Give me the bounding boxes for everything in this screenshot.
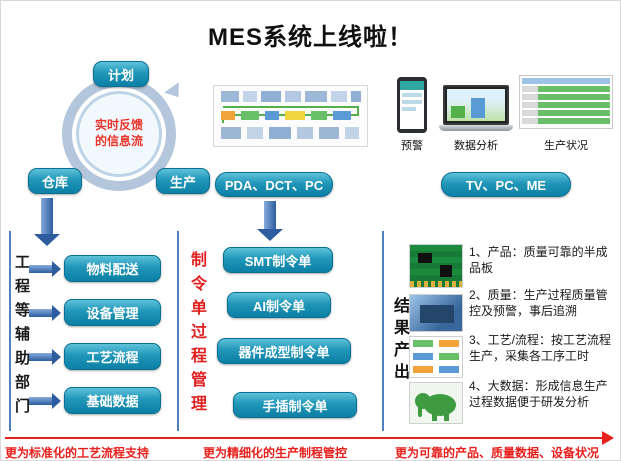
page-title: MES系统上线啦！ [207, 24, 413, 51]
divider-right [382, 231, 384, 431]
caption-status: 生产状况 [544, 140, 588, 152]
result-item-4: 4、大数据：形成信息生产过程数据便于研发分析 [469, 379, 608, 410]
caption-analysis: 数据分析 [454, 140, 498, 152]
box-ai-order: AI制令单 [227, 292, 331, 318]
pda-dct-pc-box: PDA、DCT、PC [215, 172, 333, 197]
laptop-analysis-image [439, 85, 513, 131]
caption-alert: 预警 [401, 140, 423, 152]
phone-alert-image [397, 77, 427, 133]
production-line-image [213, 85, 368, 147]
box-process-flow: 工艺流程 [64, 343, 161, 370]
warehouse-down-arrow [34, 198, 60, 246]
result-item-3: 3、工艺/流程：按工艺流程生产，采集各工序工时 [469, 333, 612, 364]
divider-left [9, 231, 11, 431]
right-column-label: 结果产出 [391, 297, 408, 385]
box-hand-insert-order: 手插制令单 [233, 392, 357, 418]
footer-text-right: 更为可靠的产品、质量数据、设备状况 [395, 446, 600, 460]
node-plan: 计划 [93, 61, 149, 87]
cycle-center: 实时反馈的信息流 [76, 91, 162, 177]
pcb-product-image [409, 244, 463, 288]
cycle-center-label: 实时反馈的信息流 [94, 118, 143, 148]
footer-text-middle: 更为精细化的生产制程管控 [203, 446, 348, 460]
left-column-label: 工程等辅助部门 [13, 254, 30, 422]
tv-pc-me-box: TV、PC、ME [441, 172, 571, 197]
left-arrow-3 [29, 348, 61, 365]
box-forming-order: 器件成型制令单 [217, 338, 351, 364]
pda-down-arrow [257, 201, 283, 241]
box-smt-order: SMT制令单 [223, 247, 333, 273]
divider-middle [177, 231, 179, 431]
box-material-delivery: 物料配送 [64, 255, 161, 282]
box-basic-data: 基础数据 [64, 387, 161, 414]
process-flowchart-image [409, 336, 463, 378]
footer-arrow-head-icon [602, 431, 614, 445]
node-warehouse: 仓库 [28, 168, 82, 194]
smt-machine-image [409, 294, 463, 332]
left-arrow-1 [29, 260, 61, 277]
footer-text-left: 更为标准化的工艺流程支持 [5, 446, 150, 460]
left-arrow-2 [29, 304, 61, 321]
middle-column-label: 制令单过程管理 [188, 251, 205, 419]
node-production: 生产 [156, 168, 210, 194]
production-status-report-image [519, 75, 613, 129]
big-data-elephant-image [409, 382, 463, 424]
result-item-2: 2、质量：生产过程质量管控及预警，事后追溯 [469, 288, 608, 319]
box-equipment-management: 设备管理 [64, 299, 161, 326]
left-arrow-4 [29, 392, 61, 409]
result-item-1: 1、产品：质量可靠的半成品板 [469, 245, 608, 276]
footer-arrow [5, 437, 605, 439]
